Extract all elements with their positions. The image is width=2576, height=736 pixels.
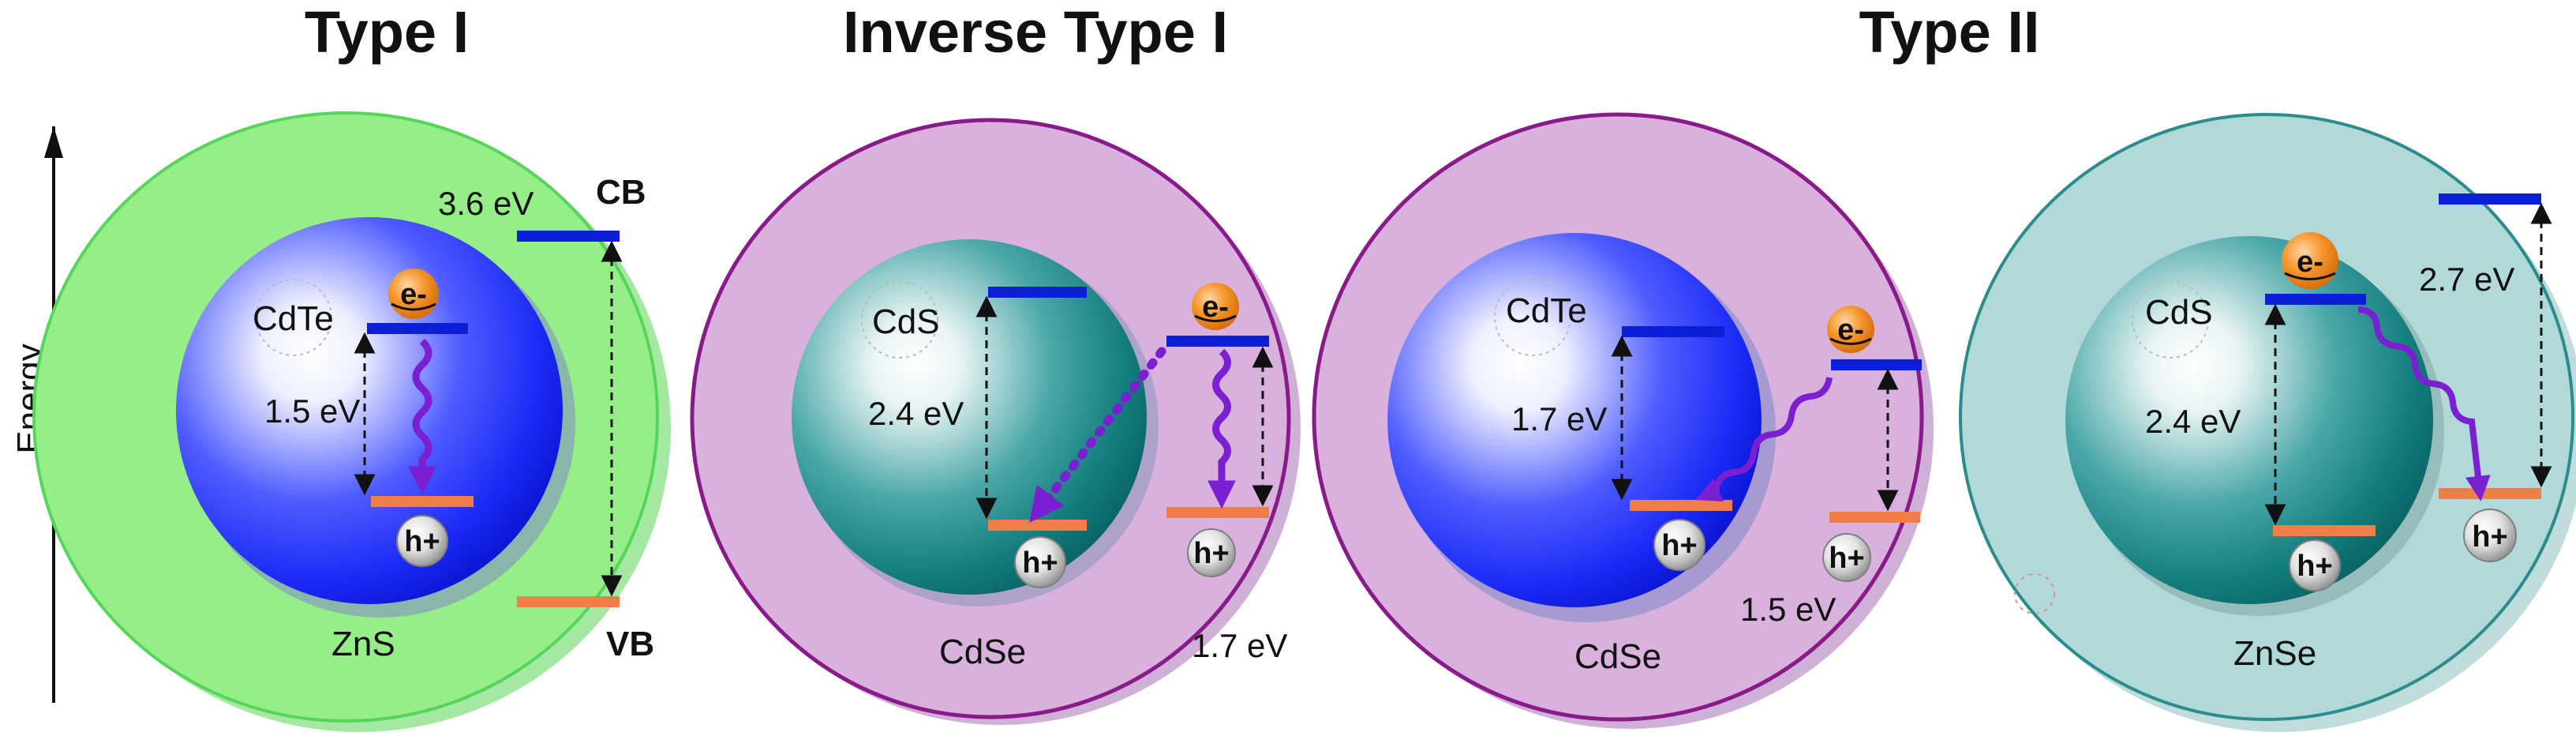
hole-label: h+ bbox=[2297, 550, 2332, 583]
hole-shell: h+ bbox=[2463, 509, 2517, 562]
core bbox=[792, 239, 1147, 595]
panel-type-1: CdTe ZnS 1.5 eV 3.6 eV CB VB e- h+ bbox=[32, 111, 671, 732]
electron-label: e- bbox=[2297, 246, 2323, 279]
core-label: CdTe bbox=[253, 299, 334, 338]
core-gap-label: 2.4 eV bbox=[868, 395, 964, 432]
panel-type-2-cds-znse: CdS ZnSe 2.4 eV 2.7 eV e- h+ h+ bbox=[1959, 113, 2576, 732]
shell-vb-level bbox=[2439, 488, 2541, 499]
hole: h+ bbox=[396, 515, 448, 567]
core-cb-level bbox=[2265, 294, 2366, 305]
core-label: CdS bbox=[872, 302, 940, 341]
core-gap-label: 1.7 eV bbox=[1511, 400, 1607, 437]
shell-cb-level bbox=[1831, 359, 1922, 370]
core-highlight bbox=[1494, 279, 1571, 356]
relaxation-arrow bbox=[408, 338, 436, 495]
title-type-1: Type I bbox=[305, 0, 469, 65]
shell-vb-level bbox=[1829, 512, 1920, 523]
cb-label: CB bbox=[596, 173, 646, 212]
hole-core: h+ bbox=[1014, 536, 1066, 588]
electron: e- bbox=[1827, 306, 1874, 353]
core-vb-level bbox=[371, 496, 474, 507]
core-cb-level bbox=[988, 287, 1087, 298]
core-label: CdTe bbox=[1506, 291, 1587, 330]
transfer-arrow bbox=[2357, 306, 2491, 501]
hole-label: h+ bbox=[2472, 520, 2507, 554]
core-cb-level bbox=[1622, 326, 1724, 337]
hole-core: h+ bbox=[1653, 519, 1705, 571]
hole-shell: h+ bbox=[1187, 528, 1236, 577]
hole-core: h+ bbox=[2289, 539, 2341, 591]
hole-label: h+ bbox=[1829, 542, 1864, 575]
shell-label: CdSe bbox=[939, 633, 1026, 671]
core-gap-label: 1.5 eV bbox=[264, 392, 360, 430]
shell-vb-level bbox=[517, 596, 620, 607]
shell-vb-level bbox=[1166, 507, 1269, 518]
shell-gap-label: 3.6 eV bbox=[438, 185, 534, 222]
shell-gap-label: 1.5 eV bbox=[1740, 591, 1836, 628]
electron: e- bbox=[2282, 232, 2338, 289]
core-highlight bbox=[861, 281, 938, 359]
electron-label: e- bbox=[1202, 291, 1229, 324]
core-vb-level bbox=[1630, 500, 1732, 511]
hole-label: h+ bbox=[1022, 546, 1058, 580]
shell-label: ZnS bbox=[331, 625, 395, 663]
core-cb-level bbox=[367, 323, 468, 334]
core-vb-level bbox=[2273, 525, 2376, 536]
electron: e- bbox=[388, 268, 439, 319]
core-highlight bbox=[2132, 281, 2209, 359]
transfer-arrow bbox=[1695, 377, 1833, 502]
core-gap-label: 2.4 eV bbox=[2145, 403, 2241, 440]
shell-gap-label: 2.7 eV bbox=[2419, 261, 2514, 298]
hole-label: h+ bbox=[1661, 529, 1697, 562]
panel-type-2-cdte-cdse: CdTe CdSe 1.7 eV 1.5 eV e- h+ h+ bbox=[1312, 112, 1934, 729]
electron: e- bbox=[1192, 283, 1239, 330]
hole-shell: h+ bbox=[1822, 533, 1871, 582]
shell-label: CdSe bbox=[1574, 637, 1661, 676]
panel-inverse-type-1: CdS CdSe 2.4 eV 1.7 eV e- h+ h+ bbox=[690, 118, 1301, 725]
shell-label: ZnSe bbox=[2233, 634, 2316, 673]
electron-label: e- bbox=[400, 278, 427, 311]
transfer-arrow bbox=[1029, 347, 1166, 523]
core-label: CdS bbox=[2145, 293, 2213, 332]
core bbox=[2065, 236, 2433, 604]
core bbox=[176, 217, 563, 604]
shell-cb-level bbox=[2439, 193, 2541, 205]
shell-cb-level bbox=[517, 231, 620, 242]
electron-label: e- bbox=[1837, 314, 1864, 347]
title-type-2: Type II bbox=[1859, 0, 2040, 65]
title-inverse-type-1: Inverse Type I bbox=[843, 0, 1228, 65]
stray-mark bbox=[2014, 573, 2055, 614]
core-vb-level bbox=[988, 520, 1087, 531]
relaxation-arrow bbox=[1208, 348, 1236, 509]
core-highlight bbox=[255, 279, 332, 356]
vb-label: VB bbox=[606, 625, 654, 663]
shell-gap-label: 1.7 eV bbox=[1192, 627, 1287, 664]
shell-cb-level bbox=[1166, 336, 1269, 347]
hole-label: h+ bbox=[404, 525, 440, 558]
hole-label: h+ bbox=[1193, 537, 1229, 570]
